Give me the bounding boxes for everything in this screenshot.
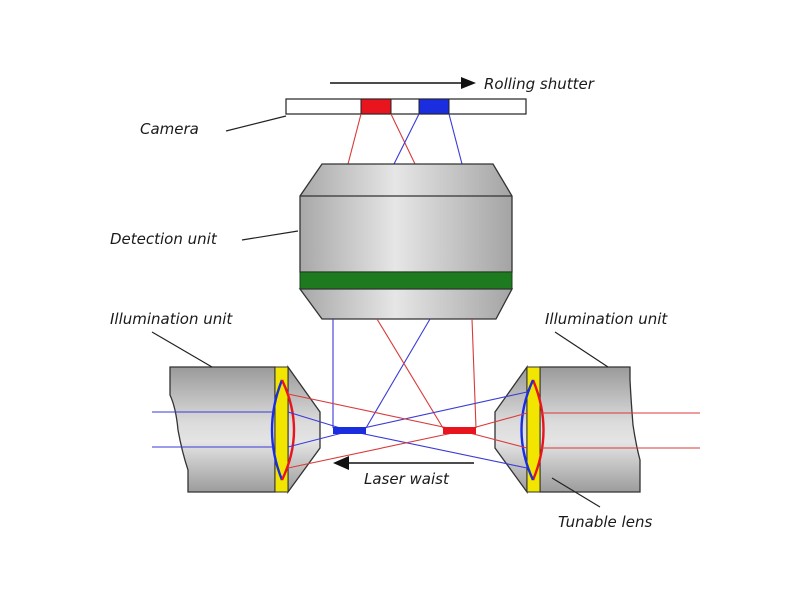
right-lens-red (531, 379, 545, 481)
detection-unit-label: Detection unit (110, 230, 218, 248)
camera: Camera (140, 98, 527, 138)
laser-waists (333, 427, 476, 434)
objective-front-cone (298, 288, 514, 320)
illumination-beams (152, 391, 700, 469)
laser-waist-arrowhead (333, 456, 349, 470)
tunable-lens-callout: Tunable lens (551, 477, 652, 531)
beam-blue-upper-right (448, 113, 463, 165)
left-illum-leader-line (151, 331, 213, 368)
red-diverge-upper (287, 393, 463, 432)
active-row-red (360, 98, 392, 115)
beam-red-upper-left (347, 113, 362, 165)
illumination-unit-right-label: Illumination unit (545, 310, 668, 328)
camera-leader-line (225, 115, 287, 132)
objective-body (299, 163, 513, 273)
tunable-lens-label: Tunable lens (558, 513, 652, 531)
left-lens-blue (270, 379, 284, 481)
illumination-unit-right: Illumination unit (494, 310, 668, 494)
rolling-shutter-arrowhead (461, 77, 476, 89)
imaging-beams-upper (347, 113, 463, 165)
rolling-shutter-indicator: Rolling shutter (330, 75, 595, 93)
blue-waist (333, 427, 366, 434)
detection-unit: Detection unit (110, 163, 514, 320)
rolling-shutter-label: Rolling shutter (484, 75, 595, 93)
blue-diverge-upper (349, 391, 528, 432)
beam-blue-upper-left (393, 113, 420, 165)
camera-sensor (285, 98, 527, 115)
laser-waist-label: Laser waist (364, 470, 450, 488)
emission-filter-band (299, 271, 513, 290)
illumination-unit-left: Illumination unit (110, 310, 321, 494)
beam-red-lower-right (471, 318, 477, 429)
detection-leader-line (241, 230, 299, 241)
blue-diverge-lower (349, 430, 528, 469)
left-lens-red (280, 379, 296, 481)
right-lens-blue (520, 379, 535, 481)
beam-red-lower-left (376, 318, 444, 429)
red-diverge-lower (287, 430, 463, 469)
tunable-lens-leader-line (551, 477, 601, 508)
active-row-blue (418, 98, 450, 115)
imaging-beams-lower (332, 318, 477, 429)
laser-waist-indicator: Laser waist (333, 456, 474, 488)
left-housing (169, 366, 276, 493)
red-waist (443, 427, 476, 434)
right-illum-leader-line (554, 331, 609, 368)
camera-label: Camera (140, 120, 199, 138)
right-housing (539, 366, 641, 493)
left-lens-mount (274, 366, 289, 493)
right-lens-mount (526, 366, 541, 493)
beam-blue-lower-right (365, 318, 431, 429)
beam-red-upper-right (390, 113, 416, 165)
illumination-unit-left-label: Illumination unit (110, 310, 233, 328)
